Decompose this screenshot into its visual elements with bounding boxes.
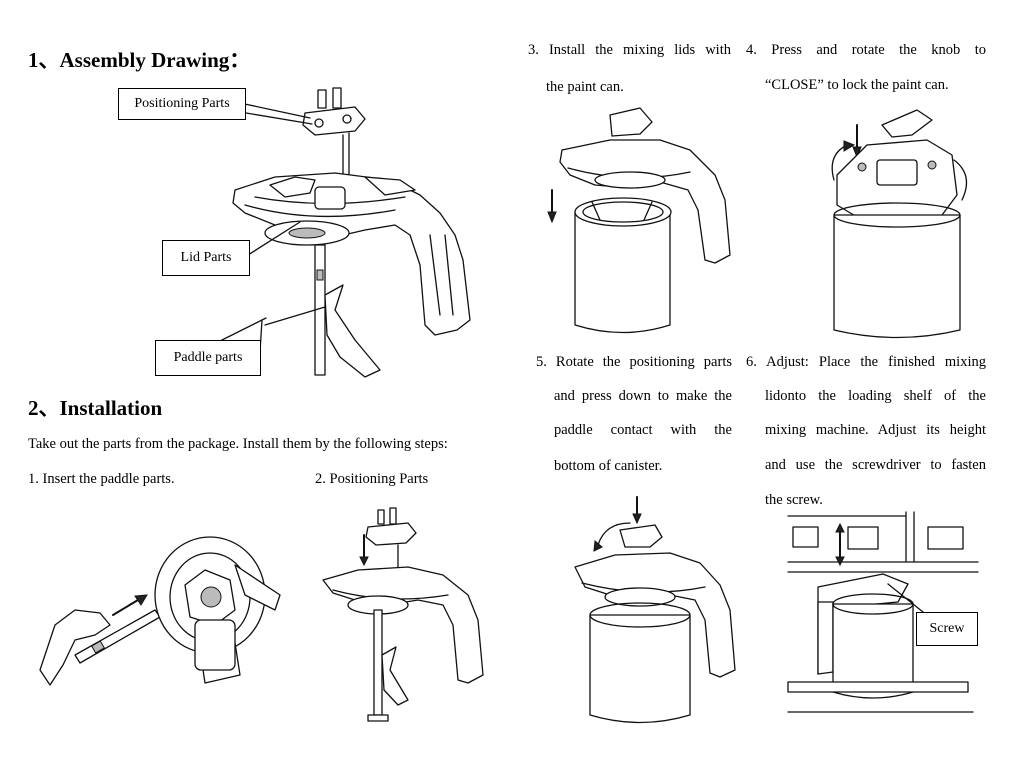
step5-line3: paddle contact with the — [554, 422, 732, 438]
installation-heading: 2、Installation — [28, 396, 163, 420]
step4-drawing — [822, 105, 972, 350]
step3-line2: the paint can. — [546, 79, 624, 95]
step6-line4: and use the screwdriver to fasten — [765, 457, 986, 473]
callout-paddle-parts: Paddle parts — [155, 340, 261, 376]
step5-line2: and press down to make the — [554, 388, 732, 404]
step3-drawing — [540, 100, 735, 345]
step6-line1: 6. Adjust: Place the finished mixing — [746, 354, 986, 370]
assembly-heading: 1、Assembly Drawing： — [28, 48, 251, 72]
step3-line1: 3. Install the mixing lids with — [528, 42, 731, 58]
step6-line3: mixing machine. Adjust its height — [765, 422, 986, 438]
callout-lid-parts: Lid Parts — [162, 240, 250, 276]
step6-drawing — [788, 512, 983, 722]
step4-line1: 4. Press and rotate the knob to — [746, 42, 986, 58]
step2-drawing — [318, 505, 493, 725]
step5-line4: bottom of canister. — [554, 458, 663, 474]
step1-caption: 1. Insert the paddle parts. — [28, 471, 175, 487]
step6-line5: the screw. — [765, 492, 823, 508]
step4-line2: “CLOSE” to lock the paint can. — [765, 77, 949, 93]
assembly-drawing — [215, 85, 485, 385]
step6-line2: lidonto the loading shelf of the — [765, 388, 986, 404]
callout-screw: Screw — [916, 612, 978, 646]
installation-intro: Take out the parts from the package. Ins… — [28, 436, 448, 452]
callout-positioning-parts: Positioning Parts — [118, 88, 246, 120]
step2-caption: 2. Positioning Parts — [315, 471, 429, 487]
step5-line1: 5. Rotate the positioning parts — [536, 354, 732, 370]
step5-drawing — [570, 495, 750, 730]
step1-drawing — [35, 525, 295, 700]
